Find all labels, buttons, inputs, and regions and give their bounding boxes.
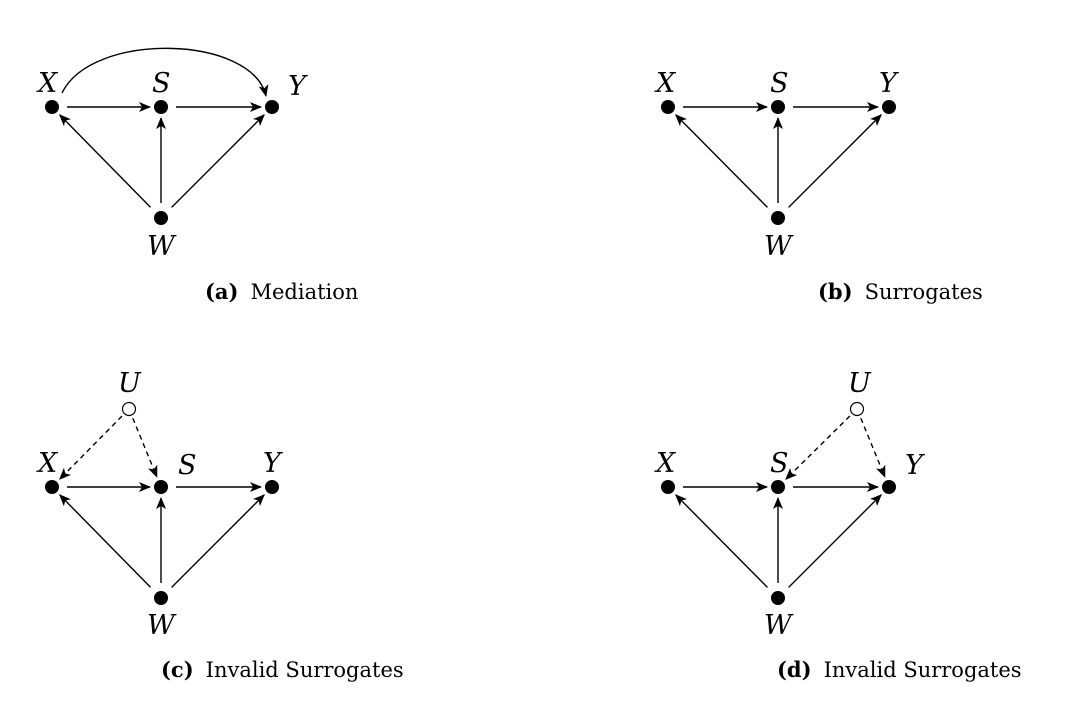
subfigure-d: U X S Y W (d) Invalid Surrogates — [654, 368, 1022, 682]
node-x — [661, 100, 675, 114]
node-label-w: W — [147, 231, 177, 262]
caption: (d) Invalid Surrogates — [777, 657, 1022, 682]
node-label-y: Y — [288, 71, 308, 102]
node-label-s: S — [770, 68, 789, 99]
node-s — [154, 480, 168, 494]
node-label-x: X — [36, 68, 59, 99]
node-label-u: U — [118, 368, 142, 399]
caption-text: Surrogates — [865, 280, 983, 304]
node-x — [661, 480, 675, 494]
edge-w-to-x — [59, 494, 151, 588]
caption-text: Mediation — [250, 280, 358, 304]
caption-text: Invalid Surrogates — [206, 658, 404, 682]
edge-x-to-y — [61, 47, 269, 97]
node-label-s: S — [178, 450, 197, 481]
node-y — [265, 100, 279, 114]
node-u — [121, 401, 137, 417]
node-s — [771, 480, 785, 494]
edge-w-to-y — [788, 494, 882, 588]
node-w — [154, 211, 168, 225]
node-label-x: X — [654, 448, 677, 479]
edge-u-to-y — [860, 417, 886, 478]
node-w — [771, 211, 785, 225]
node-y — [882, 480, 896, 494]
node-label-y: Y — [905, 450, 925, 481]
node-label-w: W — [764, 231, 794, 262]
caption-tag: (c) — [161, 657, 194, 682]
edge-u-to-s — [785, 415, 851, 480]
caption-tag: (d) — [777, 657, 812, 682]
node-label-w: W — [147, 610, 177, 641]
caption-tag: (a) — [205, 279, 238, 304]
subfigure-c: U X S Y W (c) Invalid Surrogates — [36, 368, 404, 682]
caption: (b) Surrogates — [818, 279, 983, 304]
node-s — [154, 100, 168, 114]
node-label-x: X — [654, 68, 677, 99]
node-u — [849, 401, 865, 417]
node-label-x: X — [36, 448, 59, 479]
edge-w-to-y — [171, 494, 265, 588]
node-w — [771, 591, 785, 605]
node-y — [265, 480, 279, 494]
node-label-y: Y — [879, 68, 899, 99]
edge-w-to-x — [675, 494, 768, 588]
node-label-s: S — [152, 68, 171, 99]
node-label-w: W — [764, 610, 794, 641]
node-label-y: Y — [263, 448, 283, 479]
edge-w-to-y — [171, 114, 265, 208]
subfigure-b: X S Y W (b) Surrogates — [654, 68, 983, 304]
edge-u-to-x — [59, 415, 123, 480]
node-label-s: S — [770, 448, 789, 479]
edge-w-to-x — [59, 114, 151, 208]
caption: (c) Invalid Surrogates — [161, 657, 404, 682]
caption-text: Invalid Surrogates — [824, 658, 1022, 682]
edge-w-to-y — [788, 114, 882, 208]
caption: (a) Mediation — [205, 279, 358, 304]
caption-tag: (b) — [818, 279, 853, 304]
node-w — [154, 591, 168, 605]
node-x — [45, 480, 59, 494]
subfigure-a: X S Y W (a) Mediation — [36, 47, 358, 304]
edge-w-to-x — [675, 114, 768, 208]
edge-u-to-s — [132, 417, 158, 478]
node-y — [882, 100, 896, 114]
node-x — [45, 100, 59, 114]
node-s — [771, 100, 785, 114]
node-label-u: U — [848, 368, 872, 399]
